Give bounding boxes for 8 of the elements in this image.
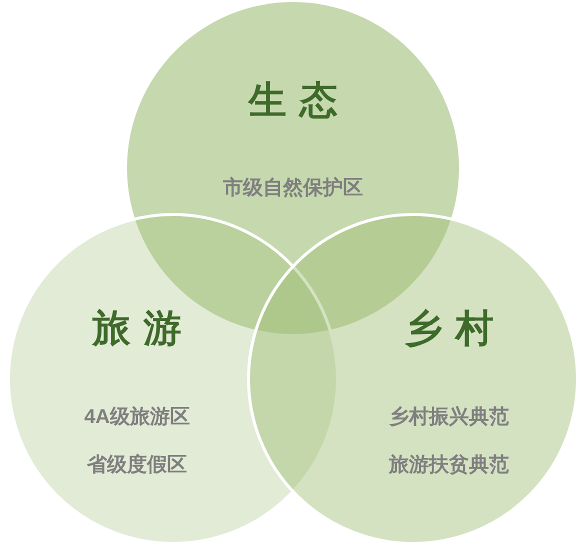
circle-heading: 旅游 (90, 307, 195, 349)
circle-text: 省级度假区 (87, 453, 187, 477)
circle-heading: 生态 (246, 79, 351, 121)
circle-text: 乡村振兴典范 (389, 405, 509, 429)
circle-text: 4A级旅游区 (84, 405, 190, 429)
circle-text: 旅游扶贫典范 (389, 453, 509, 477)
circle-text: 市级自然保护区 (223, 176, 363, 200)
circle-heading: 乡村 (403, 307, 507, 349)
